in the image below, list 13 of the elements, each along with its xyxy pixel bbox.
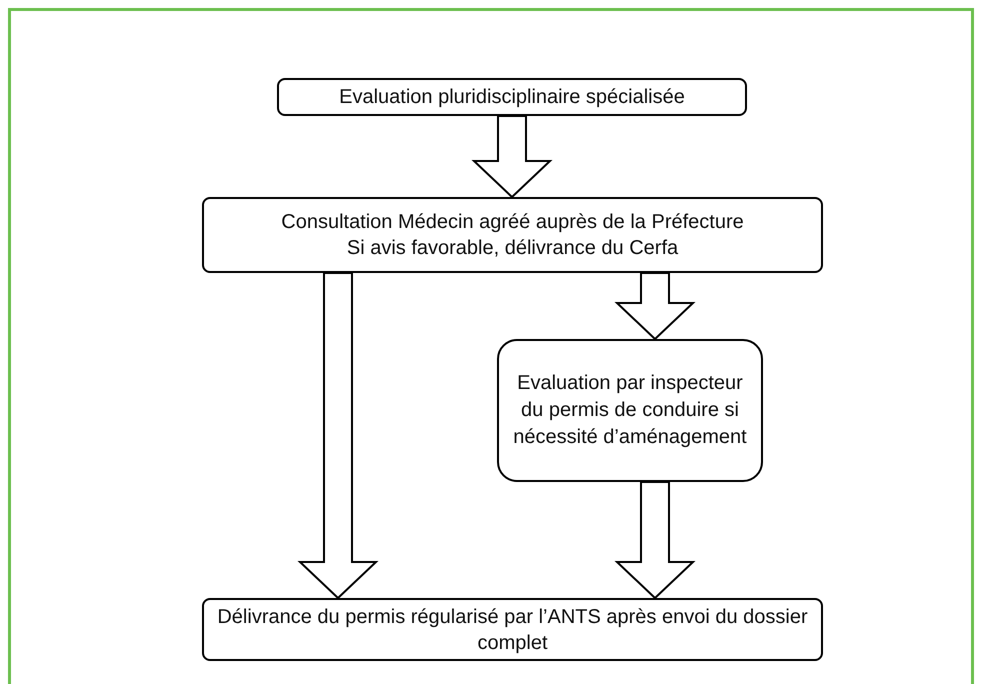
block-arrow bbox=[472, 115, 552, 198]
box-text: Si avis favorable, délivrance du Cerfa bbox=[346, 236, 678, 261]
process-box bbox=[202, 598, 823, 661]
process-box bbox=[277, 78, 747, 116]
rounded-process-box bbox=[497, 339, 763, 482]
block-arrow bbox=[614, 272, 696, 340]
process-box bbox=[202, 197, 823, 273]
box-text: Consultation Médecin agréé auprès de la Préfecture bbox=[281, 210, 744, 235]
box-text: Evaluation pluridisciplinaire spécialisée bbox=[339, 85, 685, 110]
block-arrow bbox=[298, 272, 378, 600]
box-text: Evaluation par inspecteur du permis de conduire si nécessité d’aménagement bbox=[512, 371, 748, 450]
block-arrow bbox=[614, 481, 696, 600]
box-text: Délivrance du permis régularisé par l’ANTS après envoi du dossier complet bbox=[216, 604, 809, 656]
